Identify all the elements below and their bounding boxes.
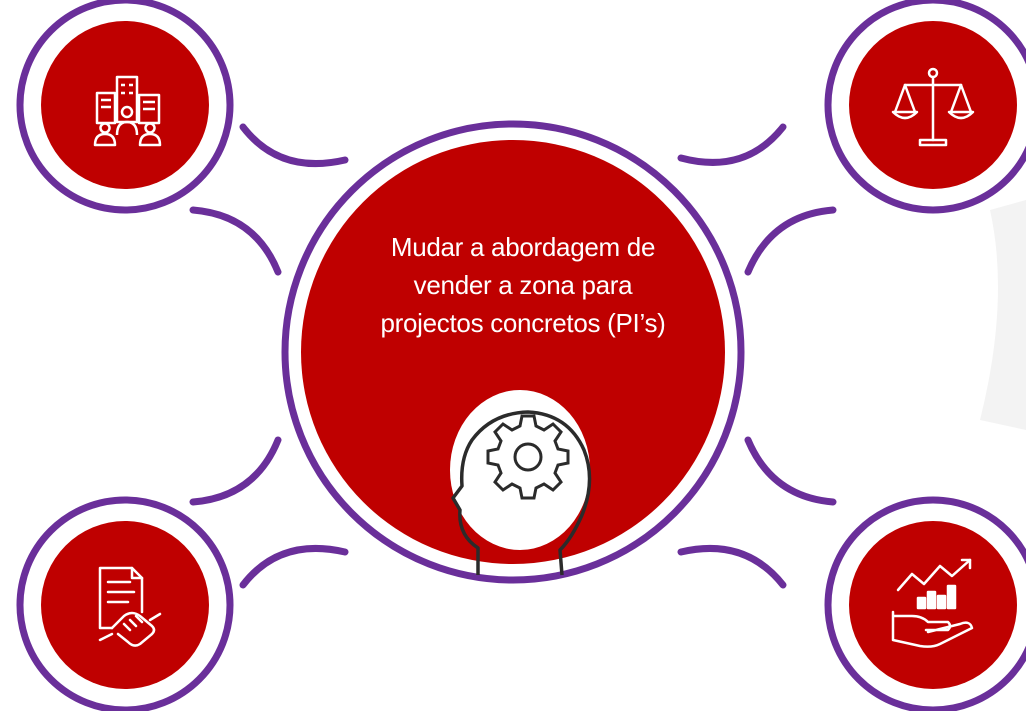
connector-tl-lower bbox=[189, 206, 282, 276]
connector-tr-upper bbox=[677, 123, 787, 166]
center-label: Mudar a abordagem de vender a zona para … bbox=[345, 228, 701, 342]
center-label-line-3: projectos concretos (PI’s) bbox=[380, 308, 666, 338]
connector-tl-upper bbox=[239, 123, 349, 167]
growth-chart-hand-icon bbox=[891, 558, 974, 648]
node-fill bbox=[41, 21, 209, 189]
connector-bl-upper bbox=[189, 436, 282, 506]
buildings-people-icon bbox=[93, 75, 162, 147]
connector-br-upper bbox=[744, 436, 837, 506]
node-top-left bbox=[16, 0, 234, 214]
node-bottom-left bbox=[16, 496, 234, 711]
node-bottom-right bbox=[824, 496, 1026, 711]
center-fill bbox=[301, 140, 725, 564]
balance-scale-icon bbox=[891, 67, 975, 147]
contract-handshake-icon bbox=[98, 566, 162, 647]
connector-bl-lower bbox=[239, 545, 349, 589]
connector-arcs bbox=[189, 123, 837, 589]
background-decoration bbox=[980, 200, 1026, 430]
center-label-line-2: vender a zona para bbox=[413, 270, 633, 300]
head-gear-icon bbox=[450, 390, 592, 576]
connector-tr-lower bbox=[744, 206, 837, 276]
center-node bbox=[281, 120, 745, 584]
node-top-right bbox=[824, 0, 1026, 214]
connector-br-lower bbox=[677, 545, 787, 589]
center-label-line-1: Mudar a abordagem de bbox=[390, 232, 656, 262]
node-fill bbox=[41, 521, 209, 689]
